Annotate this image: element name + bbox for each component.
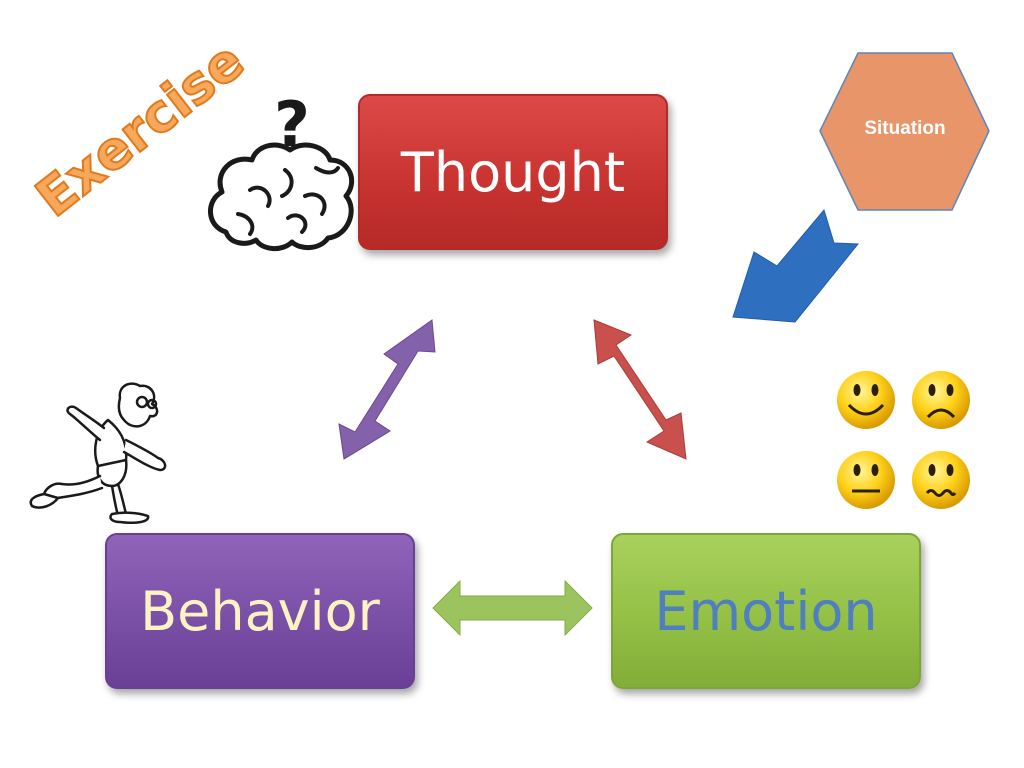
situation-label: Situation — [864, 118, 946, 139]
thought-emotion-arrow — [593, 319, 687, 460]
behavior-label: Behavior — [140, 579, 380, 643]
sad-face-icon — [912, 371, 970, 429]
behavior-box: Behavior — [105, 533, 415, 689]
neutral-face-icon — [837, 451, 895, 509]
situation-arrow — [732, 208, 860, 323]
behavior-emotion-arrow — [432, 579, 593, 637]
happy-face-icon — [837, 371, 895, 429]
thought-label: Thought — [400, 140, 626, 204]
thought-behavior-arrow — [338, 319, 436, 460]
running-man-icon — [29, 382, 167, 524]
brain-icon — [208, 142, 354, 251]
emotion-box: Emotion — [611, 533, 921, 689]
thought-box: Thought — [358, 94, 668, 250]
situation-hexagon — [819, 52, 990, 211]
worried-face-icon — [912, 451, 970, 509]
emotion-label: Emotion — [654, 579, 878, 643]
